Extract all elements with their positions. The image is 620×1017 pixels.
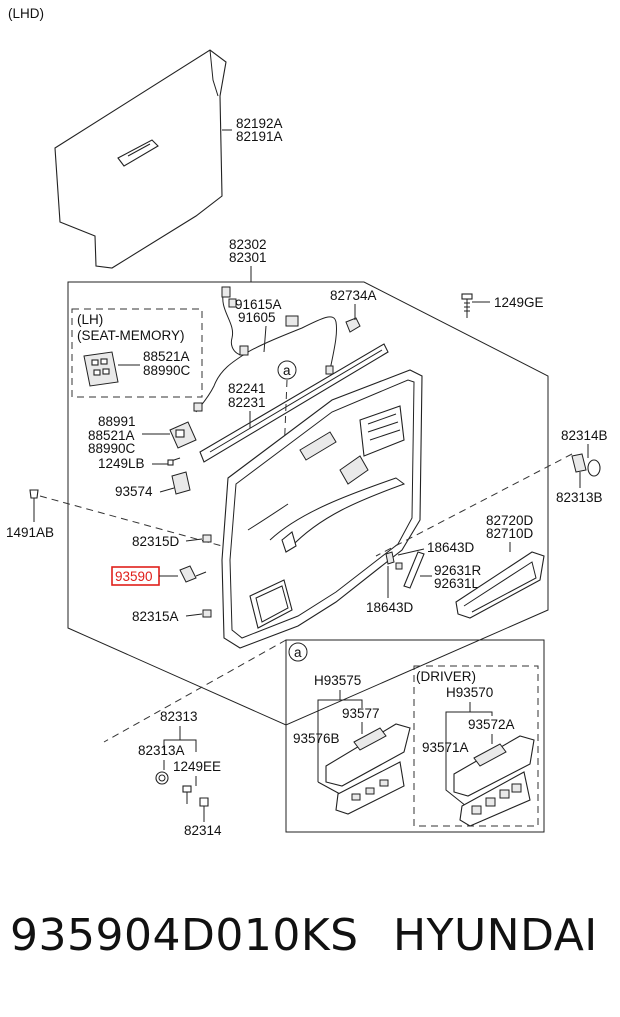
- callout-93574: 93574: [115, 484, 153, 499]
- callout-91605: 91605: [238, 310, 276, 325]
- switch-93590: [179, 565, 197, 583]
- callout-82734A: 82734A: [330, 288, 377, 303]
- memory-switch-part: [169, 421, 197, 449]
- passenger-window-switch-part: [325, 723, 411, 815]
- callout-1249LB: 1249LB: [98, 456, 145, 471]
- callout-93576B: 93576B: [293, 731, 340, 746]
- driver-window-switch-part: [453, 735, 535, 827]
- callout-82301: 82301: [229, 250, 267, 265]
- callout-82314: 82314: [184, 823, 222, 838]
- callout-82191A: 82191A: [236, 129, 283, 144]
- seat-memory-box: [71, 308, 203, 398]
- label-seat-memory: (SEAT-MEMORY): [77, 328, 185, 343]
- callout-88991: 88991: [98, 414, 136, 429]
- door-trim-pad-part: [54, 49, 227, 269]
- front-door-trim-panel: [221, 369, 423, 649]
- label-driver: (DRIVER): [416, 669, 476, 684]
- callout-82710D: 82710D: [486, 526, 534, 541]
- callout-82241: 82241: [228, 381, 266, 396]
- bracket-93574: [171, 471, 191, 495]
- callout-93577: 93577: [342, 706, 380, 721]
- callout-93571A: 93571A: [422, 740, 469, 755]
- callout-88990C-a: 88990C: [143, 363, 191, 378]
- cap-82313A: [155, 771, 169, 785]
- callout-82192A: 82192A: [236, 116, 283, 131]
- detail-a-box-label: a: [294, 645, 302, 660]
- clip-82315A: [202, 609, 212, 618]
- callout-93572A: 93572A: [468, 717, 515, 732]
- callout-82231: 82231: [228, 395, 266, 410]
- wiring-harness-part: [193, 286, 337, 413]
- weatherstrip-part: [199, 343, 389, 463]
- callout-82315D: 82315D: [132, 534, 180, 549]
- callout-82315A: 82315A: [132, 609, 179, 624]
- callout-H93575: H93575: [314, 673, 361, 688]
- callout-82313A: 82313A: [138, 743, 185, 758]
- callout-82313: 82313: [160, 709, 198, 724]
- callout-1249EE: 1249EE: [173, 759, 221, 774]
- callout-92631R: 92631R: [434, 563, 482, 578]
- callout-82302: 82302: [229, 237, 267, 252]
- clip-82315D: [202, 534, 212, 543]
- screw-1249GE: [461, 293, 473, 318]
- callout-88521A-b: 88521A: [88, 428, 135, 443]
- callout-92631L: 92631L: [434, 576, 480, 591]
- callout-1249GE: 1249GE: [494, 295, 544, 310]
- door-garnish-part: [455, 551, 545, 619]
- detail-a-box-marker: [288, 642, 308, 662]
- variant-label: (LHD): [8, 6, 44, 21]
- callout-18643D-b: 18643D: [366, 600, 414, 615]
- screw-1249LB: [167, 457, 181, 466]
- detail-a-top: a: [283, 363, 291, 378]
- detail-a-box: [285, 639, 545, 833]
- clip-82734A: [345, 317, 361, 333]
- callout-93590[interactable]: 93590: [115, 569, 153, 584]
- cap-82314B: [571, 453, 601, 477]
- driver-box: [413, 665, 539, 827]
- footer-part-number: 935904D010KS: [10, 910, 359, 961]
- seat-memory-switch-part: [83, 351, 119, 387]
- cap-82314: [199, 797, 209, 807]
- screw-1249EE: [182, 785, 192, 804]
- callout-88990C-b: 88990C: [88, 441, 136, 456]
- callout-88521A-a: 88521A: [143, 349, 190, 364]
- callout-91615A: 91615A: [235, 297, 282, 312]
- courtesy-lamp-part: [385, 551, 425, 589]
- footer-brand: HYUNDAI: [393, 910, 598, 961]
- callout-1491AB: 1491AB: [6, 525, 54, 540]
- callout-H93570: H93570: [446, 685, 493, 700]
- callout-82313B: 82313B: [556, 490, 603, 505]
- label-lh: (LH): [77, 312, 103, 327]
- callout-82720D: 82720D: [486, 513, 534, 528]
- clip-1491AB: [29, 489, 39, 508]
- assembly-frame: [67, 281, 549, 726]
- detail-a-marker: [277, 360, 297, 380]
- callout-18643D-a: 18643D: [427, 540, 475, 555]
- callout-82314B: 82314B: [561, 428, 608, 443]
